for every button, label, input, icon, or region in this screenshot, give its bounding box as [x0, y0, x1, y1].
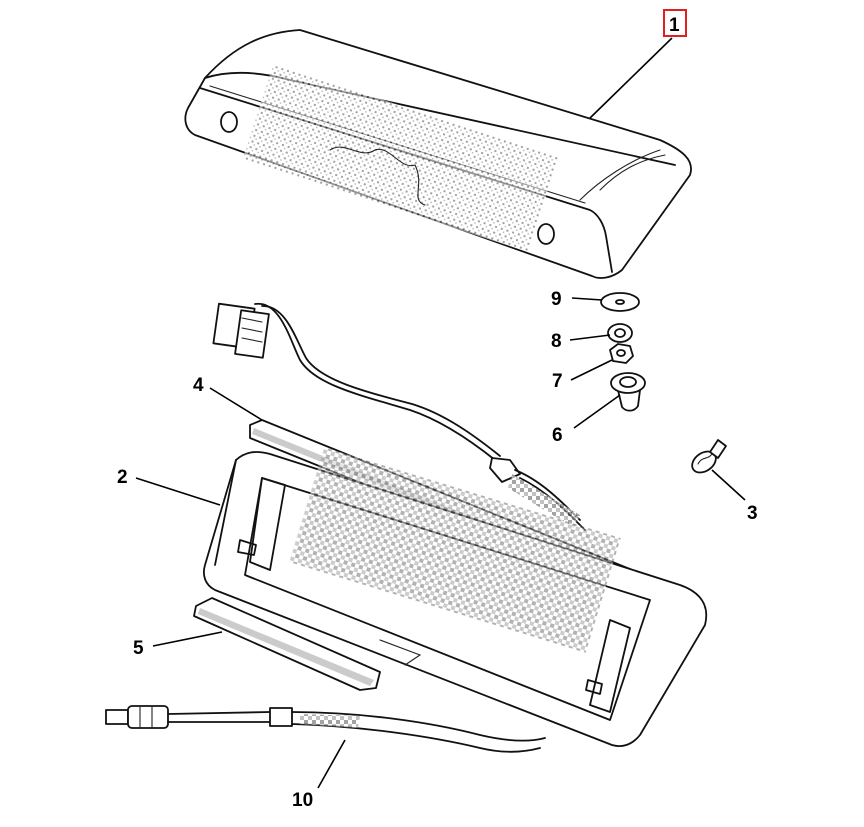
leader-2 — [135, 477, 221, 506]
washer-9 — [600, 292, 640, 312]
callout-9: 9 — [551, 289, 562, 310]
callout-4: 4 — [193, 375, 204, 396]
callout-7: 7 — [552, 371, 563, 392]
leader-7 — [570, 359, 613, 381]
leader-6 — [573, 394, 621, 429]
connector-lead-10 — [105, 705, 546, 753]
leader-5 — [152, 631, 223, 647]
leader-4 — [209, 387, 263, 421]
lamp-lens-cover — [184, 29, 692, 279]
callout-6: 6 — [552, 425, 563, 446]
bulb-3 — [691, 439, 727, 474]
leader-9 — [571, 297, 603, 301]
callout-3: 3 — [747, 503, 758, 524]
grommet-6 — [610, 372, 646, 412]
leader-10 — [317, 739, 346, 789]
callout-labels: 1 2 3 4 5 6 7 8 9 10 — [117, 9, 758, 811]
leader-1 — [589, 37, 673, 119]
lamp-housing-2 — [202, 447, 708, 748]
callout-1: 1 — [669, 15, 680, 36]
gasket-strip-5 — [193, 597, 381, 691]
spring-washer-8 — [607, 323, 633, 343]
callout-10: 10 — [292, 790, 313, 811]
callout-2: 2 — [117, 467, 128, 488]
callout-8: 8 — [551, 331, 562, 352]
leader-8 — [569, 334, 611, 341]
wiring-harness-upper — [212, 302, 586, 531]
callout-1-highlight-box — [663, 9, 687, 37]
nut-7 — [609, 343, 634, 364]
leader-3 — [711, 469, 746, 501]
callout-5: 5 — [133, 638, 144, 659]
leader-lines — [135, 37, 746, 789]
